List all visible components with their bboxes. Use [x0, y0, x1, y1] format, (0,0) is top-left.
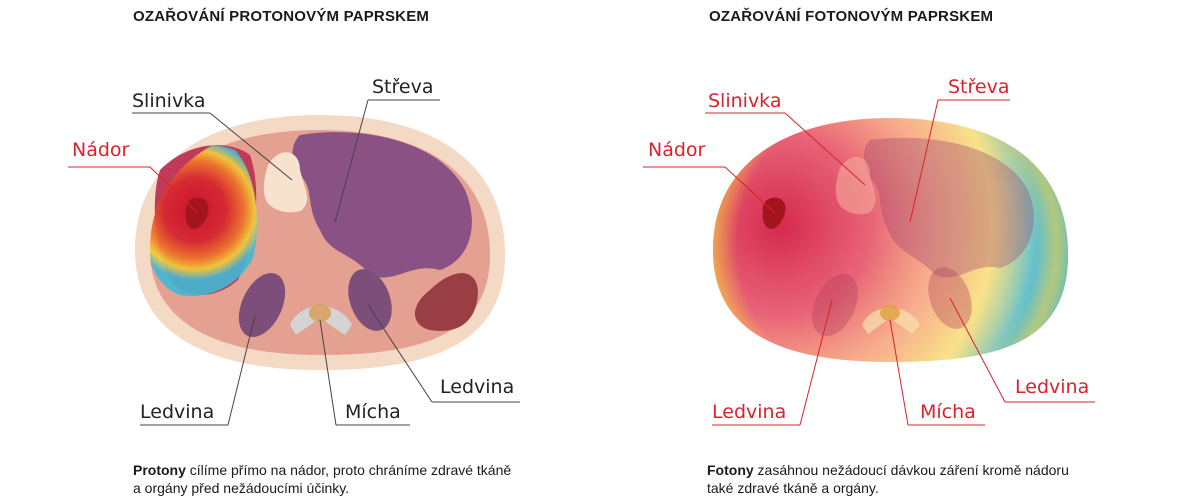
- photon-leader-lines: [643, 99, 1095, 426]
- proton-caption-text: cílíme přímo na nádor, proto chráníme zd…: [133, 462, 512, 496]
- photon-label-tumor: Nádor: [648, 139, 706, 161]
- kidney-right-shape: [348, 269, 392, 331]
- photon-label-kidney-left: Ledvina: [712, 401, 786, 423]
- photon-caption-bold: Fotony: [707, 462, 754, 478]
- proton-label-bowel: Střeva: [372, 76, 433, 98]
- photon-label-kidney-right: Ledvina: [1015, 376, 1089, 398]
- proton-leader-lines: [68, 99, 520, 426]
- proton-caption: Protony cílíme přímo na nádor, proto chr…: [133, 461, 513, 497]
- photon-label-spine: Mícha: [920, 401, 976, 423]
- proton-label-kidney-left: Ledvina: [140, 401, 214, 423]
- proton-caption-bold: Protony: [133, 462, 186, 478]
- proton-label-spine: Mícha: [345, 401, 401, 423]
- photon-label-bowel: Střeva: [948, 76, 1009, 98]
- proton-label-tumor: Nádor: [72, 139, 130, 161]
- photon-cross-section: [713, 118, 1068, 362]
- tumor-shape: [185, 197, 209, 229]
- proton-panel-title: OZAŘOVÁNÍ PROTONOVÝM PAPRSKEM: [133, 8, 430, 25]
- proton-label-kidney-right: Ledvina: [440, 376, 514, 398]
- pancreas-shape: [263, 152, 308, 213]
- proton-cross-section: [135, 115, 505, 370]
- photon-caption-text: zasáhnou nežádoucí dávkou záření kromě n…: [707, 462, 1069, 496]
- photon-label-pancreas: Slinivka: [708, 90, 782, 112]
- photon-caption: Fotony zasáhnou nežádoucí dávkou záření …: [707, 461, 1087, 497]
- kidney-left-shape: [238, 273, 286, 337]
- spine-cord-shape: [309, 304, 331, 322]
- photon-panel-title: OZAŘOVÁNÍ FOTONOVÝM PAPRSKEM: [709, 8, 994, 25]
- proton-label-pancreas: Slinivka: [132, 90, 206, 112]
- bowel-shape: [292, 132, 472, 278]
